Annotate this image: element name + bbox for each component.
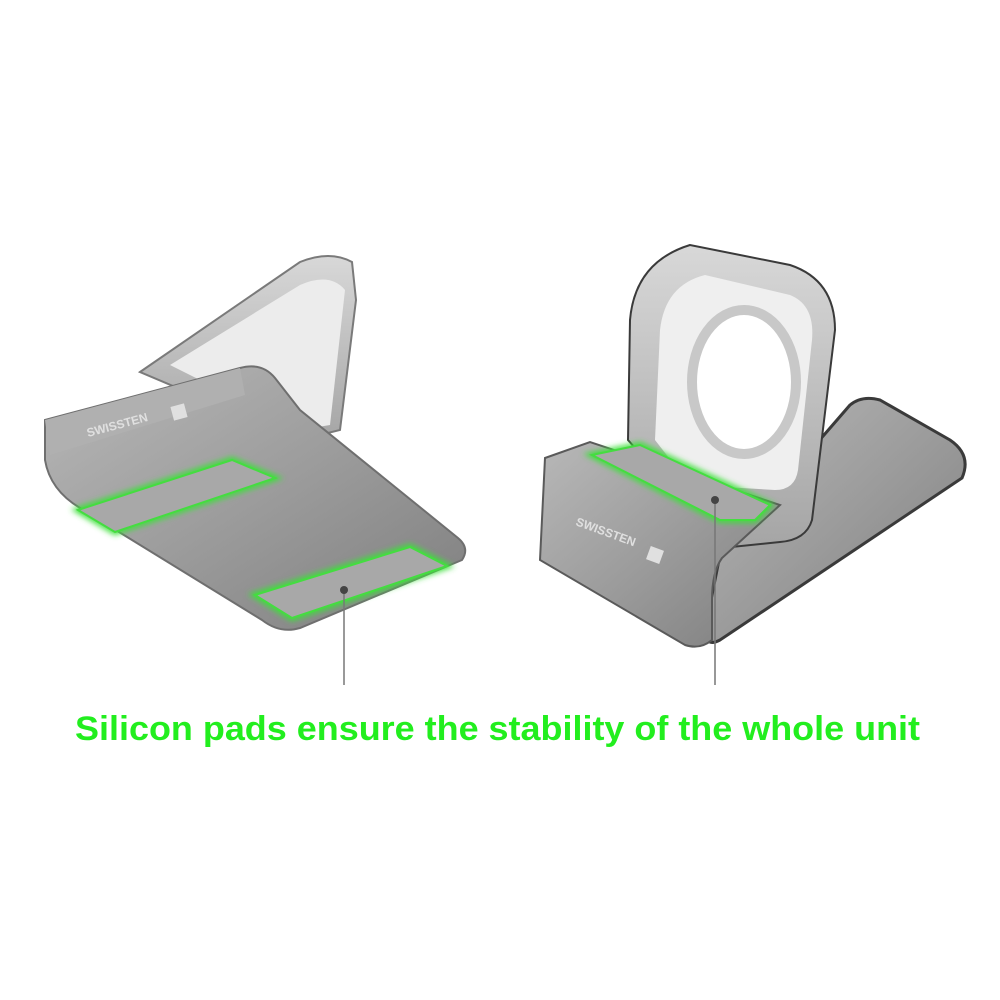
stand-bottom-view: SWISSTEN (44, 255, 467, 631)
stand-front-face (45, 368, 245, 455)
caption-text: Silicon pads ensure the stability of the… (75, 710, 920, 748)
callout-right (711, 496, 719, 685)
charger-opening (687, 305, 801, 459)
silicon-pad (589, 443, 772, 521)
callout-left (340, 586, 348, 685)
silicon-pad (75, 458, 278, 534)
charger-ring (170, 279, 345, 430)
brand-logo-mark (646, 546, 664, 564)
silicon-pad (252, 545, 450, 620)
stand-top-view: SWISSTEN (538, 243, 967, 648)
brand-logo-mark (170, 403, 188, 421)
